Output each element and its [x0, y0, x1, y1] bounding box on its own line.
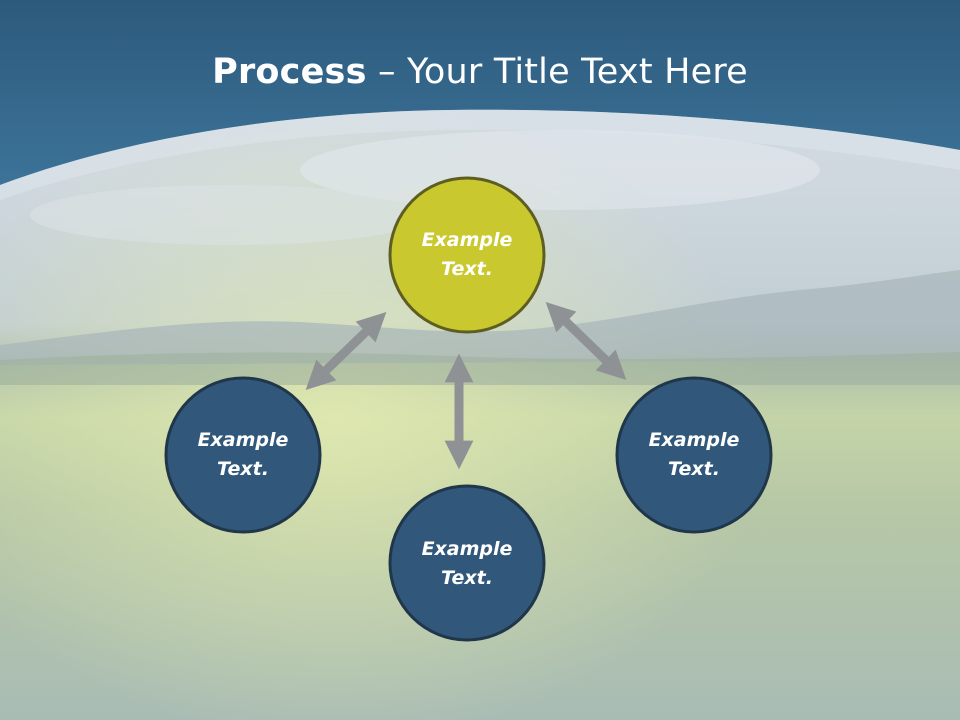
page-title: Process – Your Title Text Here [0, 52, 960, 92]
node-bottom-label: Example Text. [392, 535, 542, 593]
title-bold: Process [212, 52, 367, 92]
node-right-line2: Text. [668, 458, 720, 480]
node-left-line2: Text. [217, 458, 269, 480]
node-bottom-circle [388, 484, 546, 642]
node-top-circle [388, 176, 546, 334]
title-dash: – [366, 52, 407, 92]
node-left-circle [164, 376, 322, 534]
arrow-top-right [545, 301, 627, 381]
arrow-left-top [305, 311, 387, 391]
node-top-label: Example Text. [392, 226, 542, 284]
title-rest: Your Title Text Here [406, 52, 748, 92]
node-top-line2: Text. [441, 258, 493, 280]
node-bottom-line2: Text. [441, 567, 493, 589]
node-right-label: Example Text. [619, 426, 769, 484]
node-right-line1: Example [648, 429, 740, 451]
node-left-label: Example Text. [168, 426, 318, 484]
node-top-line1: Example [421, 229, 513, 251]
node-left-line1: Example [197, 429, 289, 451]
node-bottom-line1: Example [421, 538, 513, 560]
node-right-circle [615, 376, 773, 534]
